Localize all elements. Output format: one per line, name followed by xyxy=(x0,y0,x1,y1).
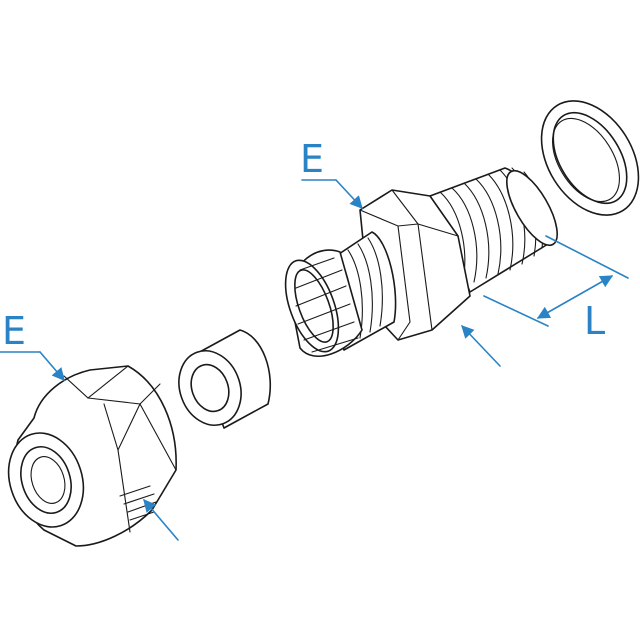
dome-cap-nut xyxy=(7,365,177,547)
e-label-nut: E xyxy=(2,309,26,353)
dimension-l xyxy=(483,235,629,327)
callout-arrow-nut-flat xyxy=(143,499,179,541)
e-label-body: E xyxy=(300,137,324,181)
seal-insert xyxy=(178,329,272,429)
gland-body xyxy=(284,167,558,358)
callout-e-nut xyxy=(0,351,65,381)
callout-e-body xyxy=(301,179,363,209)
sealing-washer xyxy=(540,100,640,216)
l-label: L xyxy=(584,299,605,343)
callout-arrow-body-flat xyxy=(461,325,501,367)
